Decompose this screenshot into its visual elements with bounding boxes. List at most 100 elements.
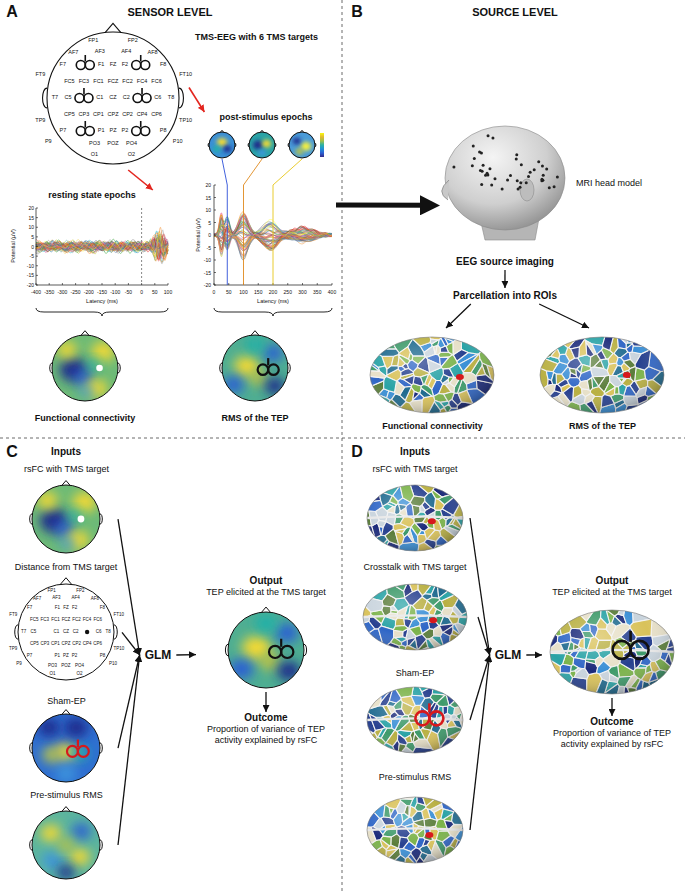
art-path [225, 644, 228, 655]
art-path [62, 807, 70, 812]
electrode-label: PO4 [75, 663, 84, 668]
node-heading: EEG source imaging [456, 256, 554, 268]
tick-label: -300 [57, 290, 67, 295]
art-path [220, 363, 222, 373]
art-ellipse [217, 138, 227, 147]
art-line [84, 55, 86, 62]
parcel-cells [365, 795, 465, 865]
electrode-label: CP1 [93, 112, 104, 118]
art-ellipse [367, 687, 463, 753]
electrode-label: C6 [154, 95, 161, 101]
art-line [302, 283, 303, 285]
art-line [214, 222, 216, 223]
art-circle [47, 32, 179, 164]
topomap: OutputTEP elicited at the TMS target [196, 575, 336, 692]
tick-label: 0 [213, 290, 216, 295]
latency-marker [227, 185, 228, 285]
electrode-label: TP10 [113, 647, 124, 652]
electrode-label: AF4 [121, 49, 131, 55]
topomap [208, 130, 236, 158]
topomap [30, 481, 103, 553]
electrode-label: F7 [27, 606, 32, 611]
art-line [0, 438, 685, 439]
art-circle [209, 132, 235, 158]
art-circle [537, 160, 540, 163]
electrode-label: C2 [73, 630, 79, 635]
node-heading: Sham-EP [396, 668, 435, 679]
brain-surface [368, 335, 496, 415]
tick-label: 15 [205, 195, 211, 200]
eeg-traces [36, 227, 168, 263]
art-line [214, 283, 215, 285]
art-ellipse [56, 765, 76, 782]
node-heading: Outcome [590, 716, 633, 728]
art-circle [75, 94, 84, 103]
art-circle [32, 714, 100, 782]
connector-arrow [611, 698, 612, 716]
plot-axis [214, 185, 332, 285]
tick-label: -10 [27, 263, 34, 268]
electrode-label: F2 [72, 606, 77, 611]
art-line [36, 283, 37, 285]
step-label: Parcellation into ROIs [448, 288, 562, 304]
topomap-fill [289, 132, 315, 158]
art-path [179, 88, 183, 108]
outcome-block: OutcomeProportion of variance of TEP act… [542, 716, 682, 790]
art-circle [249, 132, 275, 158]
art-path [275, 143, 277, 147]
tick-label: 250 [284, 290, 292, 295]
art-ellipse [367, 485, 463, 551]
panel-title: SENSOR LEVEL [128, 7, 213, 18]
art-circle [289, 132, 315, 158]
art-path [15, 625, 18, 639]
art-ellipse [367, 687, 463, 753]
target-spot [456, 374, 464, 380]
connector-arrow [526, 654, 542, 655]
art-line [36, 275, 38, 276]
head-outline [43, 23, 184, 164]
electrode-label: AF3 [52, 596, 60, 601]
art-circle [222, 335, 288, 401]
plot-axis [36, 208, 168, 285]
eeg-montage: Distance from TMS target [10, 562, 122, 690]
art-path [235, 143, 237, 147]
electrode-label: FC4 [137, 79, 147, 85]
art-ellipse [445, 126, 565, 230]
node-heading: Parcellation into ROIs [453, 290, 557, 302]
brain-map: Functional connectivity [365, 328, 500, 432]
art-circle [269, 646, 281, 658]
node-heading: Distance from TMS target [15, 562, 117, 573]
art-ellipse [71, 746, 88, 760]
art-ellipse [69, 848, 89, 865]
art-line [428, 703, 431, 712]
art-circle [517, 187, 520, 190]
electrode-label: FT10 [114, 613, 125, 618]
art-path [62, 481, 70, 486]
node-heading: Functional connectivity [382, 421, 483, 432]
node-body: TEP elicited at the TMS target [206, 587, 326, 598]
electrode-label: FC5 [64, 79, 74, 85]
art-circle [141, 127, 150, 136]
tick-label: 15 [28, 215, 34, 220]
tick-label: 200 [269, 290, 277, 295]
bracket [214, 308, 332, 316]
tms-coil [75, 88, 93, 103]
electrode-label: P2 [122, 128, 129, 134]
tms-coil [415, 703, 443, 725]
electrode-label: F8 [160, 62, 166, 68]
parcel-cells [368, 335, 496, 415]
node-heading: RMS of the TEP [222, 413, 289, 424]
art-line [75, 283, 76, 285]
art-line [214, 185, 216, 186]
parcel-cells [538, 335, 666, 415]
art-circle [258, 364, 269, 375]
art-circle [519, 181, 522, 184]
art-path [36, 238, 168, 259]
art-ellipse [540, 337, 664, 413]
art-circle [520, 163, 523, 166]
tick-label: 0 [208, 233, 211, 238]
electrode-label: C2 [123, 95, 130, 101]
